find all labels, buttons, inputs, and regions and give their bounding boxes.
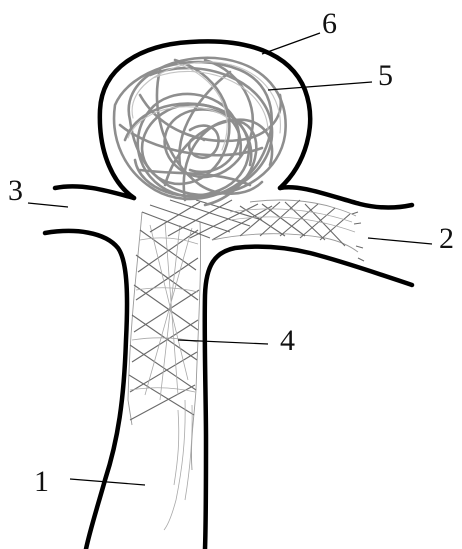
callout-branch-vessel: 2: [439, 222, 454, 255]
leader-1: [70, 479, 145, 485]
callout-stent: 4: [280, 324, 295, 357]
trunk-left-wall: [45, 231, 127, 549]
callout-coil: 5: [378, 59, 393, 92]
callout-parent-vessel: 1: [34, 465, 49, 498]
callout-side-vessel: 3: [8, 174, 23, 207]
trunk-right-wall: [205, 247, 412, 549]
branch-upper-wall: [280, 187, 412, 207]
leader-lines: [28, 33, 432, 485]
leader-4: [178, 340, 268, 344]
leader-2: [368, 238, 432, 244]
stent-lattice: [128, 200, 364, 530]
leader-5: [268, 82, 372, 90]
callout-aneurysm: 6: [322, 7, 337, 40]
leader-3: [28, 203, 68, 207]
leader-6: [262, 33, 320, 54]
coil-mass: [114, 58, 286, 205]
